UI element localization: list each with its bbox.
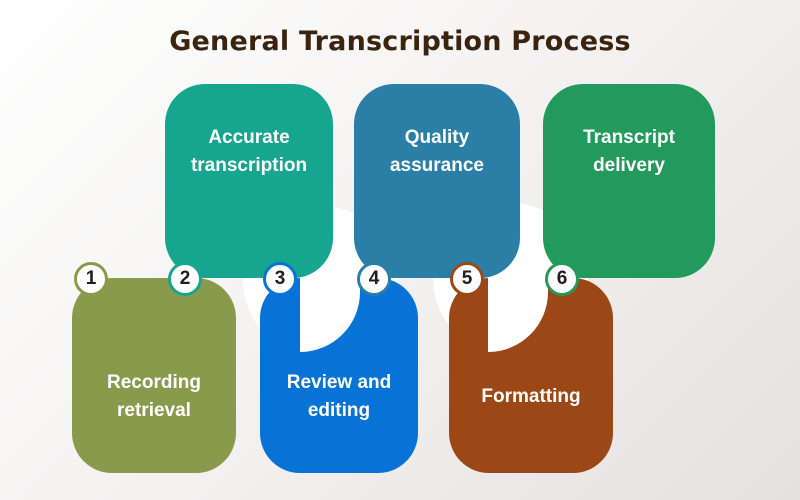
step-5-label: Formatting — [481, 385, 581, 407]
step-5-badge: 5 — [450, 262, 484, 296]
step-1-box: Recording retrieval — [72, 278, 236, 473]
step-6-badge: 6 — [545, 262, 579, 296]
step-5-box: Formatting — [449, 278, 613, 473]
step-2-label: Accurate transcription — [190, 127, 308, 176]
step-1-badge: 1 — [74, 262, 108, 296]
step-1-label: Recording retrieval — [107, 371, 201, 421]
step-6-label: Transcript delivery — [583, 127, 675, 176]
step-3-badge: 3 — [263, 262, 297, 296]
step-4-badge: 4 — [357, 262, 391, 296]
step-6-box: Transcript delivery — [543, 84, 715, 278]
step-3-box: Review and editing — [260, 278, 418, 473]
step-4-box: Quality assurance — [354, 84, 520, 278]
diagram-title: General Transcription Process — [169, 26, 631, 57]
step-4-label: Quality assurance — [389, 127, 484, 176]
step-3-label: Review and editing — [286, 371, 392, 421]
step-2-badge: 2 — [168, 262, 202, 296]
step-2-box: Accurate transcription — [165, 84, 333, 278]
